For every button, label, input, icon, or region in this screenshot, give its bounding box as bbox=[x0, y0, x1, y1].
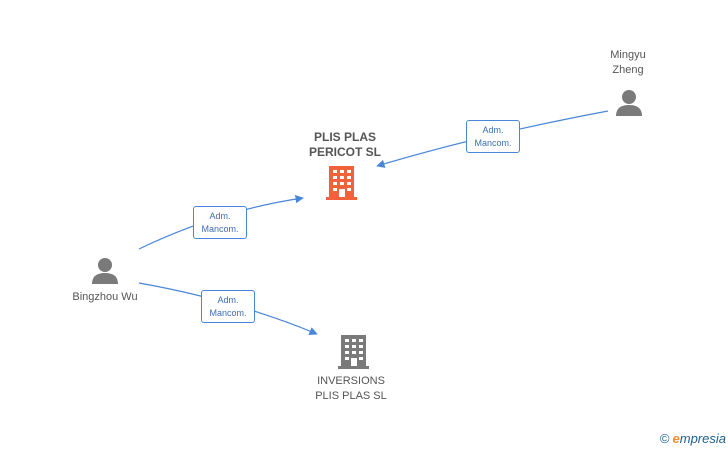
person-label-mingyu-zheng[interactable]: Mingyu Zheng bbox=[610, 49, 646, 76]
edge-label-adm-mancom: Adm. Mancom. bbox=[201, 290, 255, 323]
person-label-bingzhou-wu[interactable]: Bingzhou Wu bbox=[72, 291, 138, 303]
company-label-plis-plas-pericot[interactable]: PLIS PLAS PERICOT SL bbox=[308, 130, 381, 159]
person-icon[interactable] bbox=[92, 258, 118, 284]
copyright-symbol: © bbox=[659, 431, 670, 446]
brand-name: mpresia bbox=[679, 431, 726, 446]
empresia-logo: ©empresia bbox=[660, 431, 726, 446]
company-label-inversions-plis-plas[interactable]: INVERSIONS PLIS PLAS SL bbox=[315, 375, 387, 402]
building-icon[interactable] bbox=[326, 166, 357, 200]
edge-label-adm-mancom: Adm. Mancom. bbox=[193, 206, 247, 239]
brand-initial: e bbox=[672, 431, 680, 446]
building-icon[interactable] bbox=[338, 335, 369, 369]
edge-label-adm-mancom: Adm. Mancom. bbox=[466, 120, 520, 153]
person-icon[interactable] bbox=[616, 90, 642, 116]
